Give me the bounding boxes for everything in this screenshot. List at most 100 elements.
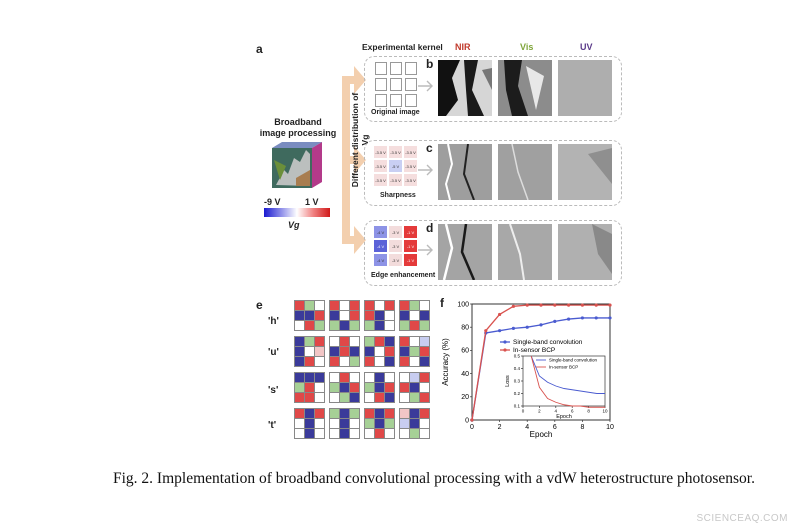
loss-x-tick-label: 0 — [522, 409, 525, 414]
figure-caption: Fig. 2. Implementation of broadband conv… — [113, 470, 755, 487]
row-label-u: 'u' — [268, 347, 279, 358]
letter-kernel — [294, 336, 325, 367]
accuracy-data-point — [567, 317, 571, 321]
accuracy-data-point — [553, 319, 557, 323]
vis-sharpness-image — [498, 144, 552, 200]
loss-series-line — [530, 355, 605, 408]
letter-kernel — [329, 300, 360, 331]
kernel-pixel — [375, 337, 384, 346]
panel-letter-d: d — [426, 221, 434, 235]
kernel-pixel — [340, 393, 349, 402]
edge-cell: -4 V — [374, 254, 387, 266]
kernel-pixel — [420, 357, 429, 366]
kernel-pixel — [340, 311, 349, 320]
kernel-pixel — [375, 357, 384, 366]
accuracy-legend-label: In-sensor BCP — [513, 347, 555, 354]
kernel-pixel — [410, 373, 419, 382]
edge-cell: -3 V — [389, 254, 402, 266]
row-label-h: 'h' — [268, 316, 279, 327]
uv-edge-image — [558, 224, 612, 280]
kernel-pixel — [350, 393, 359, 402]
edge-cell: -3 V — [389, 240, 402, 252]
row-c-box — [364, 140, 622, 206]
accuracy-data-point — [525, 325, 529, 329]
kernel-pixel — [365, 409, 374, 418]
kernel-pixel — [315, 301, 324, 310]
kernel-pixel — [340, 337, 349, 346]
kernel-pixel — [375, 301, 384, 310]
kernel-pixel — [350, 383, 359, 392]
kernel-pixel — [295, 419, 304, 428]
kernel-pixel — [305, 337, 314, 346]
accuracy-legend-marker — [503, 348, 507, 352]
kernel-pixel — [305, 347, 314, 356]
kernel-pixel — [410, 429, 419, 438]
panel-letter-f: f — [440, 296, 444, 310]
edge-cell: -4 V — [374, 226, 387, 238]
kernel-pixel — [315, 321, 324, 330]
kernel-pixel — [315, 429, 324, 438]
loss-x-tick-label: 8 — [587, 409, 590, 414]
edge-cell: -3 V — [389, 226, 402, 238]
kernel-pixel — [295, 347, 304, 356]
kernel-pixel — [420, 301, 429, 310]
kernel-pixel — [330, 373, 339, 382]
accuracy-data-point — [567, 303, 571, 307]
kernel-pixel — [350, 429, 359, 438]
uv-original-image — [558, 60, 612, 116]
kernel-pixel — [400, 429, 409, 438]
kernel-pixel — [400, 357, 409, 366]
kernel-pixel — [400, 337, 409, 346]
kernel-pixel — [420, 347, 429, 356]
kernel-pixel — [410, 409, 419, 418]
kernel-pixel — [420, 321, 429, 330]
kernel-pixel — [340, 409, 349, 418]
kernel-pixel — [295, 311, 304, 320]
kernel-pixel — [295, 373, 304, 382]
loss-x-tick-label: 4 — [555, 409, 558, 414]
sharpness-cell: -3.5 V — [404, 146, 417, 158]
colorbar-title: Vg — [288, 220, 300, 230]
kernel-pixel — [410, 419, 419, 428]
kernel-pixel — [410, 301, 419, 310]
kernel-pixel — [400, 301, 409, 310]
panel-letter-e: e — [256, 298, 263, 312]
row-d-box — [364, 220, 622, 286]
kernel-pixel — [295, 409, 304, 418]
kernel-pixel — [330, 393, 339, 402]
kernel-pixel — [330, 311, 339, 320]
sharpness-kernel-grid: -3.5 V -3.5 V -3.5 V -3.5 V -5 V -3.5 V … — [374, 146, 417, 186]
letter-kernel — [399, 408, 430, 439]
kernel-pixel — [350, 311, 359, 320]
kernel-pixel — [350, 321, 359, 330]
accuracy-data-point — [608, 303, 612, 307]
kernel-pixel — [375, 429, 384, 438]
accuracy-x-tick-label: 6 — [553, 424, 557, 431]
loss-y-tick-label: 0.1 — [514, 404, 521, 409]
kernel-pixel — [385, 321, 394, 330]
kernel-pixel — [385, 409, 394, 418]
kernel-pixel — [305, 357, 314, 366]
letter-kernel — [329, 408, 360, 439]
letter-kernel — [329, 372, 360, 403]
kernel-pixel — [410, 383, 419, 392]
header-uv: UV — [580, 42, 593, 52]
loss-y-tick-label: 0.4 — [514, 366, 521, 371]
kernel-pixel — [385, 347, 394, 356]
kernel-pixel — [315, 337, 324, 346]
accuracy-x-tick-label: 8 — [580, 424, 584, 431]
kernel-pixel — [400, 409, 409, 418]
kernel-pixel — [385, 373, 394, 382]
kernel-pixel — [420, 429, 429, 438]
kernel-pixel — [400, 419, 409, 428]
kernel-pixel — [385, 429, 394, 438]
accuracy-y-tick-label: 100 — [457, 301, 469, 308]
kernel-pixel — [410, 311, 419, 320]
kernel-pixel — [385, 337, 394, 346]
kernel-pixel — [330, 347, 339, 356]
loss-legend-label: Single-band convolution — [549, 358, 598, 363]
row-label-t: 't' — [268, 420, 277, 431]
sharpness-cell: -3.5 V — [374, 146, 387, 158]
kernel-pixel — [340, 301, 349, 310]
kernel-pixel — [365, 383, 374, 392]
